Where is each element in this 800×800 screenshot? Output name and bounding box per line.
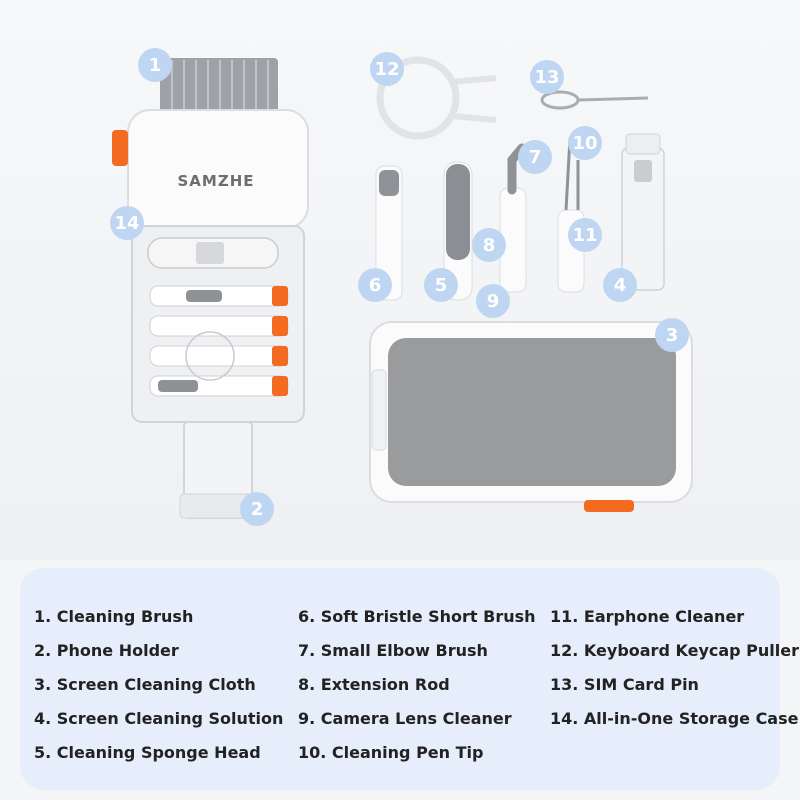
marker-6: 6 xyxy=(358,268,392,302)
parts-legend: 1. Cleaning Brush 2. Phone Holder 3. Scr… xyxy=(20,568,799,790)
legend-column-3: 11. Earphone Cleaner 12. Keyboard Keycap… xyxy=(550,600,799,736)
marker-9: 9 xyxy=(476,284,510,318)
legend-item: 8. Extension Rod xyxy=(298,675,450,694)
keycap-puller xyxy=(376,56,497,140)
legend-item: 3. Screen Cleaning Cloth xyxy=(34,675,256,694)
legend-item: 10. Cleaning Pen Tip xyxy=(298,743,484,762)
legend-item: 11. Earphone Cleaner xyxy=(550,607,745,626)
marker-4: 4 xyxy=(603,268,637,302)
legend-item: 2. Phone Holder xyxy=(34,641,179,660)
sim-pin xyxy=(540,90,649,110)
marker-3: 3 xyxy=(655,318,689,352)
orange-clip xyxy=(112,130,128,166)
legend-item: 14. All-in-One Storage Case xyxy=(550,709,799,728)
marker-8: 8 xyxy=(472,228,506,262)
legend-item: 9. Camera Lens Cleaner xyxy=(298,709,512,728)
legend-item: 7. Small Elbow Brush xyxy=(298,641,488,660)
marker-12: 12 xyxy=(370,52,404,86)
marker-14: 14 xyxy=(110,206,144,240)
legend-column-1: 1. Cleaning Brush 2. Phone Holder 3. Scr… xyxy=(34,600,283,770)
legend-column-2: 6. Soft Bristle Short Brush 7. Small Elb… xyxy=(298,600,536,770)
product-photo: SAMZHE xyxy=(0,0,800,560)
marker-2: 2 xyxy=(240,492,274,526)
legend-item: 5. Cleaning Sponge Head xyxy=(34,743,261,762)
marker-7: 7 xyxy=(518,140,552,174)
brand-logo: SAMZHE xyxy=(177,172,254,190)
storage-case: SAMZHE xyxy=(112,58,309,519)
marker-1: 1 xyxy=(138,48,172,82)
cloth-case xyxy=(369,321,693,512)
legend-item: 12. Keyboard Keycap Puller xyxy=(550,641,799,660)
marker-10: 10 xyxy=(568,126,602,160)
legend-item: 1. Cleaning Brush xyxy=(34,607,194,626)
marker-5: 5 xyxy=(424,268,458,302)
legend-item: 6. Soft Bristle Short Brush xyxy=(298,607,536,626)
product-illustration: SAMZHE xyxy=(112,56,693,519)
legend-item: 4. Screen Cleaning Solution xyxy=(34,709,284,728)
legend-item: 13. SIM Card Pin xyxy=(550,675,699,694)
marker-13: 13 xyxy=(530,60,564,94)
marker-11: 11 xyxy=(568,218,602,252)
